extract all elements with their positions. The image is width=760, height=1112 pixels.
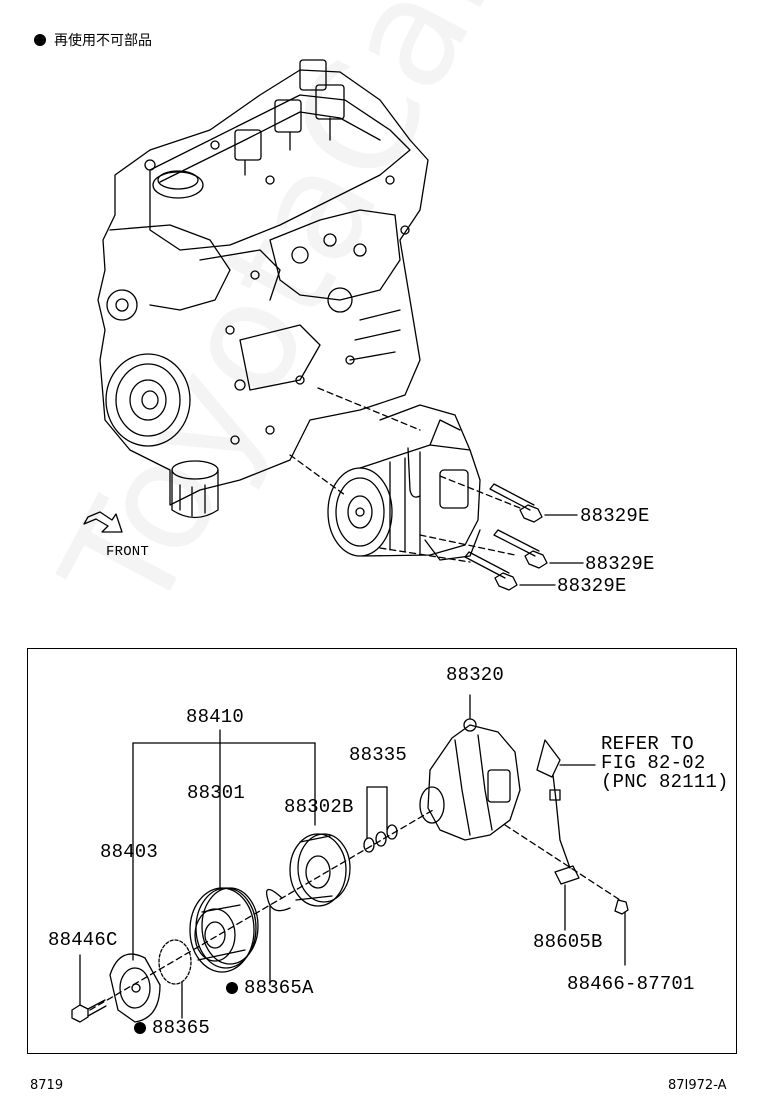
refer-line-3: (PNC 82111) (601, 771, 729, 793)
refer-line-2: FIG 82-02 (601, 752, 706, 774)
stator-part (289, 833, 351, 907)
screw-part (614, 899, 629, 966)
front-arrow-icon (83, 511, 123, 533)
footer-figure-code: 87I972-A (668, 1078, 727, 1093)
exploded-view-frame (27, 648, 737, 1054)
front-label: FRONT (106, 544, 150, 560)
label-88301: 88301 (187, 782, 246, 804)
non-reusable-dot-icon (134, 1021, 146, 1034)
upper-bolt-3 (464, 551, 518, 591)
snap-ring-a-part (265, 888, 291, 986)
label-88302b: 88302B (284, 796, 354, 818)
wire-harness-part (536, 739, 596, 931)
upper-bolt-1 (489, 483, 543, 523)
shims-bracket (366, 786, 388, 839)
engine-illustration (97, 59, 429, 519)
snap-ring-part (158, 939, 192, 1019)
non-reusable-parts-note: 再使用不可部品 (34, 30, 152, 50)
label-88605b: 88605B (533, 931, 603, 953)
label-88403: 88403 (100, 841, 159, 863)
label-88320: 88320 (446, 664, 505, 686)
non-reusable-parts-label: 再使用不可部品 (54, 33, 152, 49)
bullet-dot-icon (34, 34, 46, 46)
footer-page-code: 8719 (30, 1078, 64, 1093)
bolt-label-88329e-3: 88329E (557, 575, 627, 597)
label-88365a-text: 88365A (244, 977, 314, 999)
bolt-label-88329e-1: 88329E (580, 505, 650, 527)
label-88365: 88365 (134, 1018, 210, 1038)
pulley-part (189, 887, 259, 973)
refer-line-1: REFER TO (601, 733, 694, 755)
label-88466-87701: 88466-87701 (567, 973, 695, 995)
clutch-assy-bracket (132, 729, 316, 961)
hub-part (109, 953, 161, 1023)
shims-part (363, 824, 398, 853)
wire-axis (504, 824, 621, 901)
label-88410: 88410 (186, 706, 245, 728)
non-reusable-dot-icon (226, 981, 238, 994)
label-88365a: 88365A (226, 978, 314, 998)
upper-bolt-2 (493, 529, 548, 569)
label-88446c: 88446C (48, 929, 118, 951)
label-88365-text: 88365 (152, 1017, 211, 1039)
label-88335: 88335 (349, 744, 408, 766)
bolt-label-88329e-2: 88329E (585, 553, 655, 575)
compressor-part (419, 694, 521, 841)
hub-bolt-part (71, 954, 107, 1023)
upper-compressor-illustration (327, 404, 481, 561)
